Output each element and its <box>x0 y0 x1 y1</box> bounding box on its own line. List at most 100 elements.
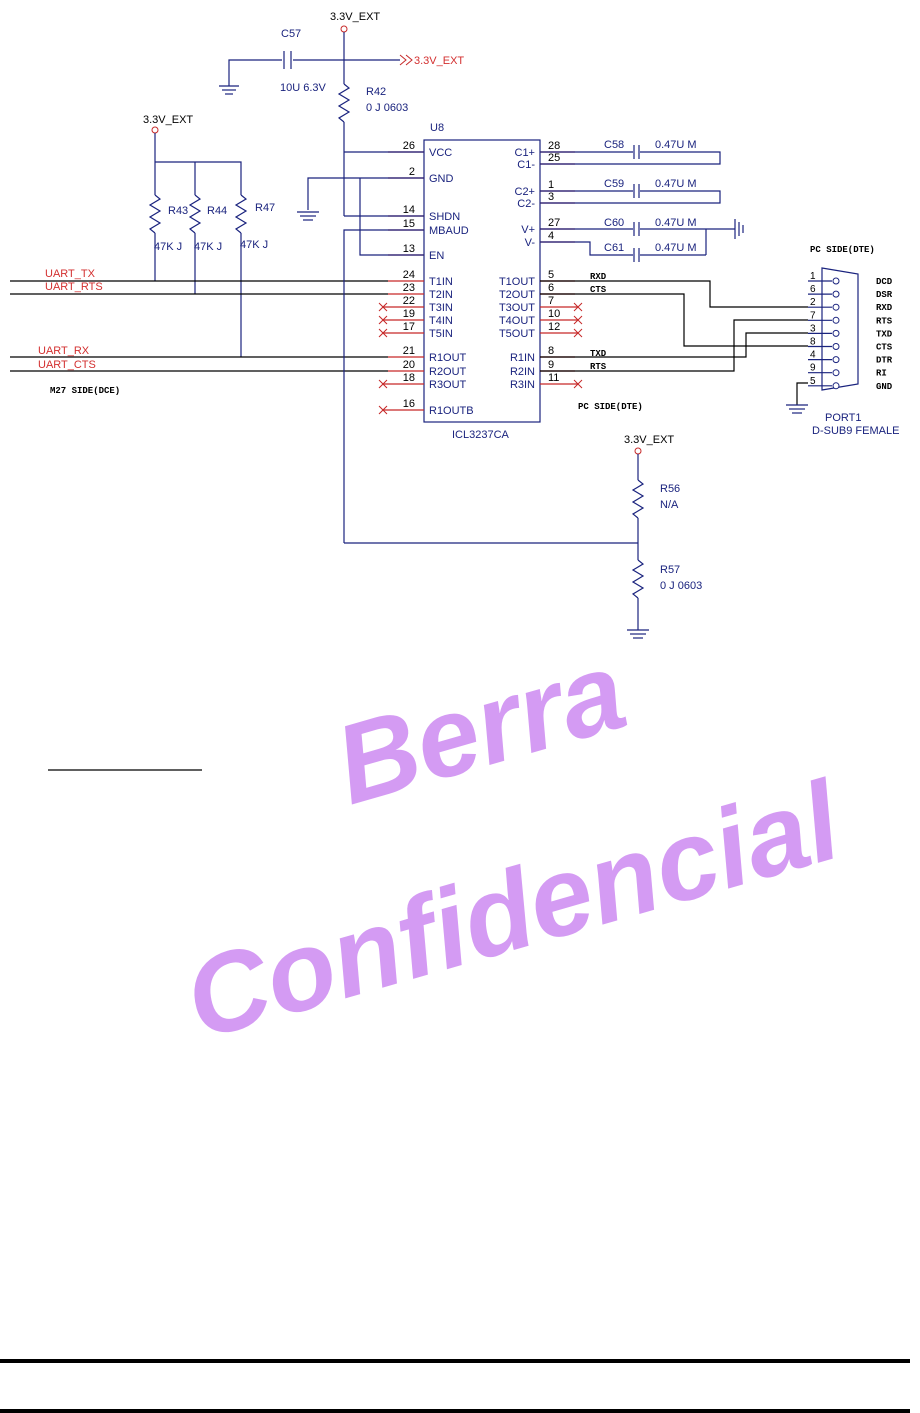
ground-icon <box>627 629 649 639</box>
ic-pin-name: T2IN <box>429 289 453 301</box>
connector-pin-number: 7 <box>810 310 816 321</box>
ic-pin-name: T3OUT <box>499 302 535 314</box>
no-connect-icon <box>573 379 583 389</box>
ic-pin-name: T3IN <box>429 302 453 314</box>
ic-ref: U8 <box>430 122 444 134</box>
connector-pin-signal: DCD <box>876 277 893 287</box>
connector-pin-number: 4 <box>810 350 816 361</box>
connector-pin-number: 9 <box>810 363 816 374</box>
c61-ref: C61 <box>604 242 624 254</box>
ic-pin-name: R1OUTB <box>429 405 474 417</box>
pullup-section: 3.3V_EXT R43 R44 R47 47K J 47K J 47K J <box>143 114 275 357</box>
connector-pin-number: 5 <box>810 376 816 387</box>
ic-pin-name: R2OUT <box>429 366 467 378</box>
ic-pin-name: MBAUD <box>429 225 469 237</box>
ic-pin-number: 15 <box>403 218 415 230</box>
connector-pin-socket-icon <box>832 303 840 311</box>
r57-value: 0 J 0603 <box>660 580 702 592</box>
ic-pin-number: 12 <box>548 321 560 333</box>
ic-pin-name: V- <box>525 237 536 249</box>
connector-side-label: PC SIDE(DTE) <box>810 245 875 255</box>
ic-pin-number: 8 <box>548 345 554 357</box>
connector-pin-socket-icon <box>832 277 840 285</box>
net-rxd: RXD <box>590 272 607 282</box>
connector-pin-number: 6 <box>810 284 816 295</box>
connector-pin-socket-icon <box>832 329 840 337</box>
ic-pin-name: R1IN <box>510 352 535 364</box>
connector-shell <box>821 267 859 391</box>
r57-ref: R57 <box>660 564 680 576</box>
no-connect-icon <box>573 302 583 312</box>
ic-pin-number: 9 <box>548 359 554 371</box>
no-connect-icon <box>378 328 388 338</box>
r43-resistor-icon <box>148 194 162 234</box>
r44-value: 47K J <box>194 241 222 253</box>
net-cts: CTS <box>590 285 607 295</box>
ic-pin-name: T1IN <box>429 276 453 288</box>
r44-resistor-icon <box>188 194 202 234</box>
c61-value: 0.47U M <box>655 242 697 254</box>
rs232-lines: RXD CTS TXD RTS PC SIDE(DTE) <box>540 272 808 412</box>
r56-ref: R56 <box>660 483 680 495</box>
ic-pin-name: C2- <box>517 198 535 210</box>
net-txd: TXD <box>590 349 607 359</box>
connector-pin-socket-icon <box>832 316 840 324</box>
net-uart-tx: UART_TX <box>45 268 96 280</box>
ic-pin-name: T5IN <box>429 328 453 340</box>
ic-pin-number: 20 <box>403 359 415 371</box>
power-port-icon <box>340 25 348 33</box>
ic-left-pins: 26VCC2GND14SHDN15MBAUD13EN24T1IN23T2IN22… <box>378 140 474 417</box>
net-rts: RTS <box>590 362 607 372</box>
power-label-pullup: 3.3V_EXT <box>143 114 193 126</box>
ic-pin-number: 18 <box>403 372 415 384</box>
r44-ref: R44 <box>207 205 227 217</box>
ic-pin-number: 24 <box>403 269 415 281</box>
power-port-icon <box>634 447 642 455</box>
r47-value: 47K J <box>240 239 268 251</box>
c60-value: 0.47U M <box>655 217 697 229</box>
ic-pin-number: 28 <box>548 140 560 152</box>
power-label-top: 3.3V_EXT <box>330 11 380 23</box>
ic-pin-number: 13 <box>403 243 415 255</box>
ic-pin-name: T1OUT <box>499 276 535 288</box>
ic-pin-number: 16 <box>403 398 415 410</box>
ic-pin-number: 6 <box>548 282 554 294</box>
connector-pin-socket-icon <box>832 369 840 377</box>
r43-value: 47K J <box>154 241 182 253</box>
ic-pin-name: C2+ <box>515 186 536 198</box>
ic-pin-number: 10 <box>548 308 560 320</box>
ic-pin-name: EN <box>429 250 444 262</box>
connector-pin-number: 2 <box>810 297 816 308</box>
uart-nets: UART_TX UART_RTS UART_RX UART_CTS M27 SI… <box>10 268 388 396</box>
r56-resistor-icon <box>631 479 645 519</box>
dte-side-label: PC SIDE(DTE) <box>578 402 643 412</box>
connector-ref: PORT1 <box>825 412 861 424</box>
ground-icon <box>734 219 744 239</box>
ic-pin-number: 21 <box>403 345 415 357</box>
ic-pin-name: V+ <box>521 224 535 236</box>
net-uart-cts: UART_CTS <box>38 359 96 371</box>
ic-pin-number: 22 <box>403 295 415 307</box>
c58-ref: C58 <box>604 139 624 151</box>
r47-resistor-icon <box>234 194 248 234</box>
watermark-line2: Confidencial <box>172 757 855 1063</box>
c60-ref: C60 <box>604 217 624 229</box>
r47-ref: R47 <box>255 202 275 214</box>
net-uart-rx: UART_RX <box>38 345 90 357</box>
ic-pin-number: 19 <box>403 308 415 320</box>
ic-pin-number: 3 <box>548 191 554 203</box>
r42-resistor-icon <box>337 83 351 123</box>
c57-value: 10U 6.3V <box>280 82 327 94</box>
confidential-watermark: Berra Confidencial <box>172 627 855 1063</box>
connector-pin-signal: RXD <box>876 303 893 313</box>
c57-ref: C57 <box>281 28 301 40</box>
ic-pin-number: 27 <box>548 217 560 229</box>
ground-icon <box>219 82 239 95</box>
connector-pin-socket-icon <box>832 382 840 390</box>
c59-value: 0.47U M <box>655 178 697 190</box>
connector-part: D-SUB9 FEMALE <box>812 425 899 437</box>
ic-pin-name: C1- <box>517 159 535 171</box>
ic-pin-number: 17 <box>403 321 415 333</box>
